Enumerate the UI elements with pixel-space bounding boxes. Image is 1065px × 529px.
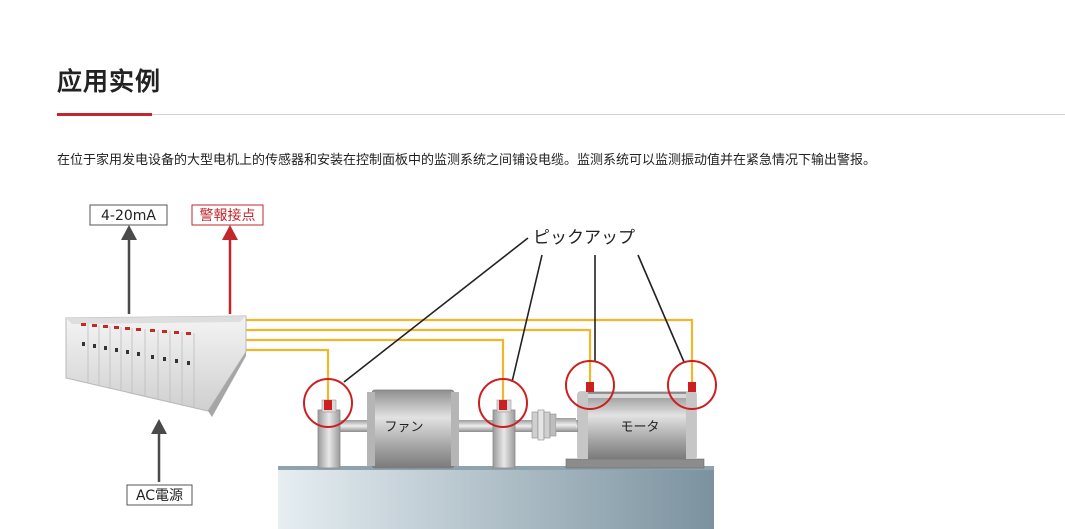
bearing-middle [492, 399, 516, 469]
analog-output-arrow [121, 225, 137, 314]
section-description: 在位于家用发电设备的大型电机上的传感器和安装在控制面板中的监测系统之间铺设电缆。… [57, 153, 877, 168]
power-box: AC電源 [126, 484, 193, 506]
fan-body: ファン [367, 389, 459, 469]
coupling [531, 409, 576, 441]
signal-cables [243, 318, 694, 402]
pickup-sensor-3 [586, 382, 594, 392]
fan-label: ファン [384, 420, 423, 435]
title-accent-bar [57, 113, 152, 116]
power-label: AC電源 [136, 488, 183, 504]
floor-base [278, 469, 714, 529]
rack-module-displays [81, 323, 191, 335]
analog-output-box: 4-20mA [89, 204, 168, 226]
pickup-sensor-2 [499, 400, 507, 410]
title-divider [57, 114, 1065, 115]
bearing-left [317, 399, 341, 469]
pickup-sensor-1 [324, 400, 332, 410]
pickup-circle-1 [303, 378, 353, 428]
analog-output-label: 4-20mA [101, 208, 156, 224]
page-title: 应用实例 [57, 67, 162, 96]
pickup-sensor-4 [688, 382, 696, 392]
power-input-arrow [151, 419, 167, 482]
pickup-circle-3 [565, 360, 615, 410]
pickup-pointer-lines [343, 237, 685, 383]
pickup-highlight-circles [303, 360, 717, 428]
motor-label: モータ [620, 420, 659, 435]
alarm-output-arrow [222, 225, 238, 314]
pickup-label: ピックアップ [533, 228, 635, 248]
pickup-sensors [324, 382, 696, 410]
rack-module-knobs [82, 342, 190, 365]
alarm-output-box: 警報接点 [191, 204, 264, 226]
alarm-output-label: 警報接点 [200, 207, 256, 224]
monitoring-system-rack [65, 315, 247, 417]
pickup-circle-4 [667, 360, 717, 410]
motor: モータ [565, 391, 705, 469]
pickup-circle-2 [478, 378, 528, 428]
